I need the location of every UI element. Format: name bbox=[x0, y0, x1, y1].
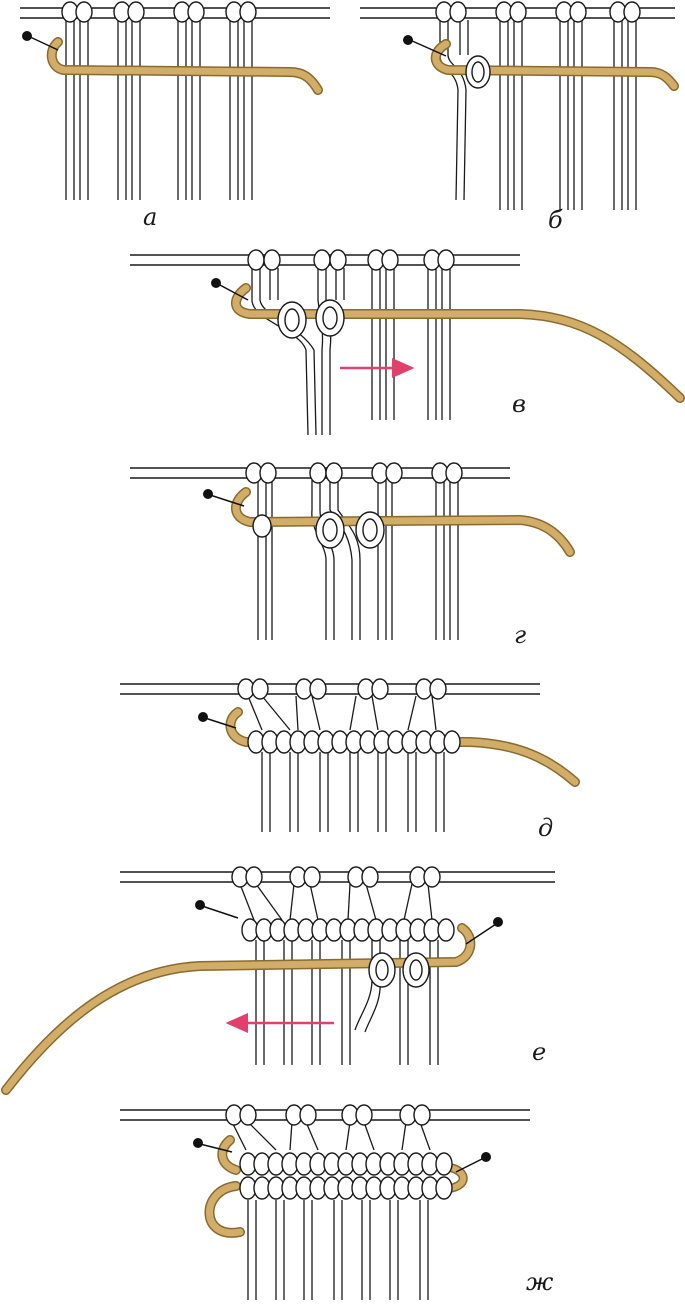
working-cord bbox=[1, 923, 476, 1095]
lark-head-knots bbox=[225, 1104, 431, 1126]
hanging-cords bbox=[65, 20, 253, 200]
half-hitch-knots bbox=[252, 514, 272, 538]
lark-head-knots bbox=[245, 462, 463, 484]
panel-label: а bbox=[143, 203, 157, 231]
holding-rod bbox=[120, 1109, 530, 1121]
panel-label: е bbox=[532, 1038, 546, 1066]
lark-head-knots bbox=[237, 678, 447, 700]
loop bbox=[315, 511, 385, 549]
pin-icon bbox=[465, 917, 503, 945]
hanging-cords bbox=[257, 480, 459, 640]
pin-icon bbox=[193, 1138, 233, 1153]
hanging-cords bbox=[251, 268, 451, 436]
half-hitch-knots bbox=[247, 730, 461, 754]
panel-d: г bbox=[130, 462, 575, 649]
holding-rod bbox=[120, 683, 540, 695]
panel-f: е bbox=[1, 866, 555, 1095]
pin-icon bbox=[455, 1152, 491, 1173]
panel-label: б bbox=[548, 206, 563, 234]
lark-head-knots bbox=[435, 1, 641, 23]
panel-label: д bbox=[538, 814, 553, 842]
loop bbox=[277, 299, 345, 339]
hanging-cords bbox=[439, 20, 637, 210]
hanging-cords bbox=[247, 695, 445, 832]
pin-icon bbox=[22, 31, 59, 51]
half-hitch-knots bbox=[239, 1152, 453, 1200]
hanging-cords bbox=[231, 1121, 431, 1300]
lark-head-knots bbox=[231, 866, 441, 888]
panel-label: г bbox=[514, 621, 526, 649]
working-cord bbox=[46, 37, 323, 95]
pin-icon bbox=[211, 278, 249, 301]
holding-rod bbox=[120, 871, 555, 883]
loop bbox=[368, 952, 430, 988]
panel-b: б bbox=[360, 1, 679, 234]
pin-icon bbox=[403, 35, 447, 57]
panel-a: а bbox=[20, 1, 330, 231]
panel-g: ж bbox=[120, 1104, 554, 1300]
panel-label: ж bbox=[526, 1268, 554, 1296]
panel-e: д bbox=[120, 678, 580, 842]
pin-icon bbox=[195, 900, 239, 919]
panel-c: в bbox=[130, 249, 685, 436]
lark-head-knots bbox=[247, 249, 455, 271]
pin-icon bbox=[198, 712, 237, 729]
half-hitch-knots bbox=[241, 918, 455, 942]
panel-label: в bbox=[512, 390, 526, 418]
loop bbox=[465, 55, 491, 89]
lark-head-knots bbox=[61, 1, 257, 23]
pin-icon bbox=[203, 489, 245, 507]
